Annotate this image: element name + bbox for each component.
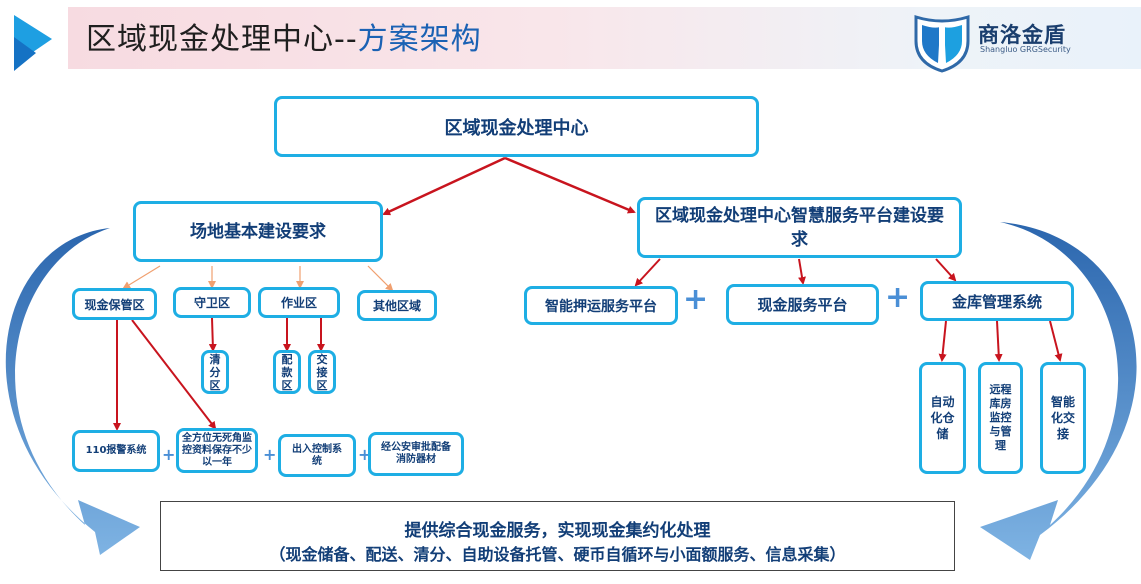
platform-vault-management: 金库管理系统 [920, 281, 1074, 321]
platform-label: 智能押运服务平台 [545, 298, 657, 315]
vault-auto-storage: 自动化仓储 [919, 362, 966, 474]
plus-icon: + [683, 282, 709, 317]
requirement-label: 出入控制系统 [292, 443, 342, 467]
platform-escort: 智能押运服务平台 [524, 286, 678, 325]
summary-line-1: 提供综合现金服务，实现现金集约化处理 [404, 521, 711, 541]
summary-box: 提供综合现金服务，实现现金集约化处理 （现金储备、配送、清分、自助设备托管、硬币… [160, 501, 955, 571]
zone-label: 守卫区 [193, 296, 230, 310]
subzone-handover: 交接区 [308, 350, 336, 394]
subzone-label: 配款区 [281, 352, 293, 392]
right-branch-label: 区域现金处理中心智慧服务平台建设要求 [655, 205, 944, 250]
left-branch-node: 场地基本建设要求 [133, 201, 383, 262]
platform-label: 现金服务平台 [757, 296, 848, 314]
zone-cash-storage: 现金保管区 [72, 288, 157, 320]
root-node: 区域现金处理中心 [274, 96, 759, 157]
summary-line-2: （现金储备、配送、清分、自助设备托管、硬币自循环与小面额服务、信息采集） [269, 545, 846, 564]
platform-cash-service: 现金服务平台 [726, 284, 879, 325]
plus-icon: + [162, 445, 176, 464]
subzone-allocation: 配款区 [273, 350, 301, 394]
zone-other: 其他区域 [357, 290, 437, 321]
requirement-label: 经公安审批配备消防器材 [381, 442, 451, 465]
play-arrow-icon [14, 15, 52, 71]
right-curved-arrow [980, 222, 1137, 560]
vault-function-label: 远程库房监控与管理 [989, 383, 1012, 452]
zone-label: 作业区 [280, 296, 317, 310]
left-branch-label: 场地基本建设要求 [190, 221, 326, 242]
req-access-control: 出入控制系统 [278, 434, 356, 477]
subzone-sorting: 清分区 [201, 350, 229, 394]
requirement-label: 全方位无死角监控资料保存不少以一年 [182, 432, 252, 468]
zone-label: 现金保管区 [84, 297, 145, 312]
subzone-label: 清分区 [209, 352, 221, 392]
subzone-label: 交接区 [316, 352, 328, 392]
vault-smart-handover: 智能化交接 [1040, 362, 1086, 474]
vault-function-label: 自动化仓储 [930, 395, 955, 441]
requirement-label: 110报警系统 [85, 445, 147, 456]
plus-icon: + [263, 445, 277, 464]
platform-label: 金库管理系统 [951, 292, 1042, 311]
logo-name-en: Shangluo GRGSecurity [980, 45, 1071, 54]
vault-function-label: 智能化交接 [1050, 395, 1075, 441]
req-surveillance: 全方位无死角监控资料保存不少以一年 [176, 428, 258, 473]
root-node-label: 区域现金处理中心 [444, 117, 589, 139]
zone-operation: 作业区 [258, 287, 340, 318]
zone-guard: 守卫区 [173, 287, 251, 318]
page-title: 区域现金处理中心--方案架构 [86, 14, 482, 58]
right-branch-node: 区域现金处理中心智慧服务平台建设要求 [637, 197, 962, 258]
shield-logo-icon [914, 14, 970, 73]
req-fire-equipment: 经公安审批配备消防器材 [368, 432, 464, 476]
vault-remote-monitoring: 远程库房监控与管理 [978, 362, 1023, 474]
title-main: 区域现金处理中心-- [86, 22, 358, 57]
req-alarm-system: 110报警系统 [72, 430, 160, 472]
plus-icon: + [885, 280, 911, 315]
title-accent: 方案架构 [357, 22, 482, 57]
left-curved-arrow [5, 228, 140, 555]
logo-name-cn: 商洛金盾 [978, 23, 1066, 47]
zone-label: 其他区域 [372, 299, 421, 313]
